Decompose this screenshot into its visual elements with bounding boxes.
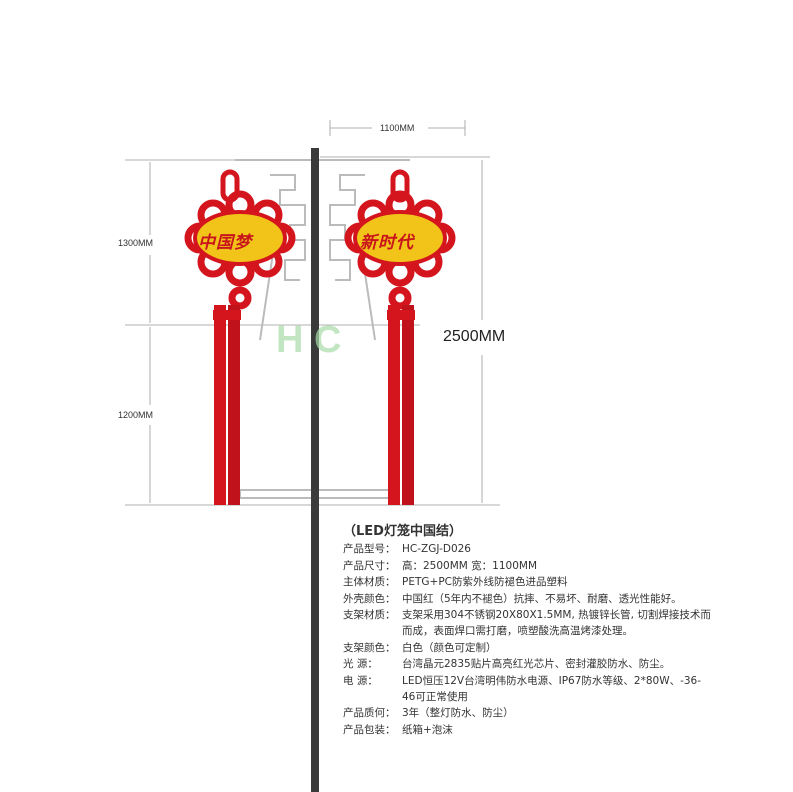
spec-label: 支架材质： <box>343 609 396 622</box>
spec-row: 电 源： LED恒压12V台湾明伟防水电源、IP67防水等级、2*80W、-36-… <box>343 673 712 706</box>
dimension-upper: 1300MM <box>118 238 154 248</box>
spec-value: PETG+PC防紫外线防褪色进品塑料 <box>402 576 568 589</box>
spec-label: 电 源： <box>343 674 378 687</box>
spec-label: 产品尺寸： <box>343 559 396 572</box>
watermark-logo: H C <box>276 319 341 361</box>
chinese-knot-right <box>344 169 456 505</box>
spec-label: 支架颜色： <box>343 641 396 654</box>
spec-label: 光 源： <box>343 658 378 671</box>
spec-row: 支架颜色： 白色（颜色可定制） <box>343 640 712 656</box>
lantern-text-right: 新时代 <box>360 233 414 253</box>
spec-value: 纸箱+泡沫 <box>402 723 453 736</box>
spec-row: 外壳颜色： 中国红（5年内不褪色）抗摔、不易坏、耐磨、透光性能好。 <box>343 591 712 607</box>
spec-row: 产品包装： 纸箱+泡沫 <box>343 722 712 738</box>
spec-value: 高：2500MM 宽：1100MM <box>402 559 538 572</box>
dimension-lower: 1200MM <box>118 410 154 420</box>
spec-label: 产品质何： <box>343 707 396 720</box>
spec-value: 3年（整灯防水、防尘） <box>402 707 514 720</box>
spec-title: （LED灯笼中国结） <box>343 524 462 539</box>
spec-row: 光 源： 台湾晶元2835贴片高亮红光芯片、密封灌胶防水、防尘。 <box>343 656 712 672</box>
chinese-knot-left <box>184 169 296 505</box>
dimension-width: 1100MM <box>380 123 415 133</box>
spec-row: 主体材质： PETG+PC防紫外线防褪色进品塑料 <box>343 574 712 590</box>
spec-value: 台湾晶元2835贴片高亮红光芯片、密封灌胶防水、防尘。 <box>402 658 671 671</box>
spec-value: HC-ZGJ-D026 <box>402 543 471 556</box>
spec-label: 产品型号： <box>343 543 396 556</box>
spec-row: 支架材质： 支架采用304不锈钢20X80X1.5MM, 热镀锌长管, 切割焊接技… <box>343 607 712 640</box>
spec-label: 产品包装： <box>343 723 396 736</box>
spec-label: 主体材质： <box>343 576 396 589</box>
spec-sheet: （LED灯笼中国结） 产品型号： HC-ZGJ-D026 产品尺寸： 高：2500MM… <box>343 524 712 738</box>
spec-row: 产品尺寸： 高：2500MM 宽：1100MM <box>343 558 712 574</box>
dimension-total: 2500MM <box>443 328 506 345</box>
spec-value: LED恒压12V台湾明伟防水电源、IP67防水等级、2*80W、-36-46可正… <box>402 674 702 704</box>
spec-value: 支架采用304不锈钢20X80X1.5MM, 热镀锌长管, 切割焊接技术而而成，… <box>402 609 711 638</box>
spec-label: 外壳颜色： <box>343 592 396 605</box>
pole <box>311 148 319 792</box>
spec-row: 产品质何： 3年（整灯防水、防尘） <box>343 705 712 721</box>
spec-row: 产品型号： HC-ZGJ-D026 <box>343 541 712 557</box>
lantern-text-left: 中国梦 <box>198 233 252 253</box>
spec-value: 白色（颜色可定制） <box>402 641 497 654</box>
spec-value: 中国红（5年内不褪色）抗摔、不易坏、耐磨、透光性能好。 <box>402 592 682 605</box>
